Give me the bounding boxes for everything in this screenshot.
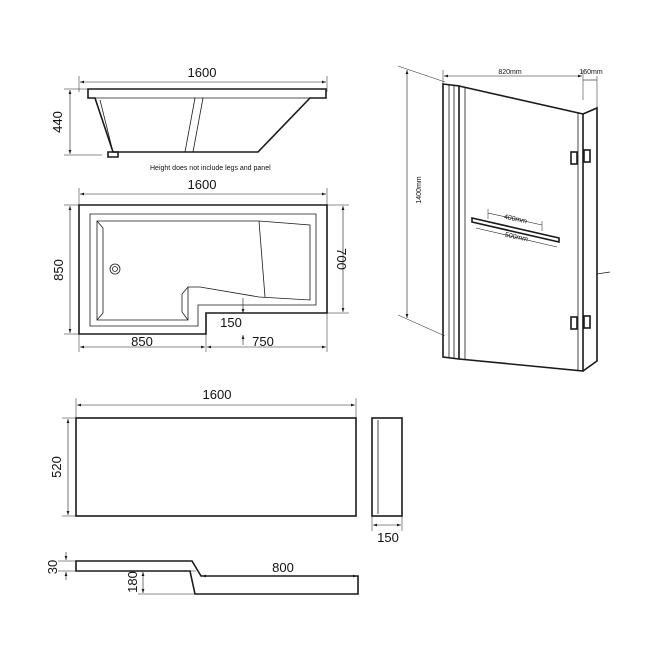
bath-side-view: 1600 440 Height does not include legs an… [50,65,328,172]
plan-depth-label: 850 [51,259,66,281]
profile-drop-label: 180 [125,571,140,593]
screen-height-label: 1400mm [416,176,423,203]
bath-plan-view: 1600 850 700 150 850 750 [51,177,349,352]
shower-screen: 820mm 160mm 1400mm 400mm 500mm [397,65,611,372]
panel-profile: 30 180 800 [45,552,359,595]
plan-left-section-label: 850 [131,334,153,349]
profile-length-label: 800 [272,560,294,575]
side-height-label: 440 [50,111,65,133]
plan-right-section-label: 750 [252,334,274,349]
plan-narrow-depth-label: 700 [334,248,349,270]
side-note: Height does not include legs and panel [150,165,271,172]
panel-height-label: 520 [49,456,64,478]
side-width-label: 1600 [188,65,217,80]
screen-width-label: 820mm [498,69,522,76]
panel-depth-label: 150 [377,530,399,545]
rail-inner-label: 400mm [503,214,527,226]
panel-width-label: 1600 [203,387,232,402]
screen-return-label: 160mm [579,69,603,76]
front-panel: 1600 520 150 [49,387,403,545]
plan-width-label: 1600 [188,177,217,192]
profile-lip-label: 30 [45,560,60,574]
rail-outer-label: 500mm [504,232,528,244]
plan-step-label: 150 [220,315,242,330]
